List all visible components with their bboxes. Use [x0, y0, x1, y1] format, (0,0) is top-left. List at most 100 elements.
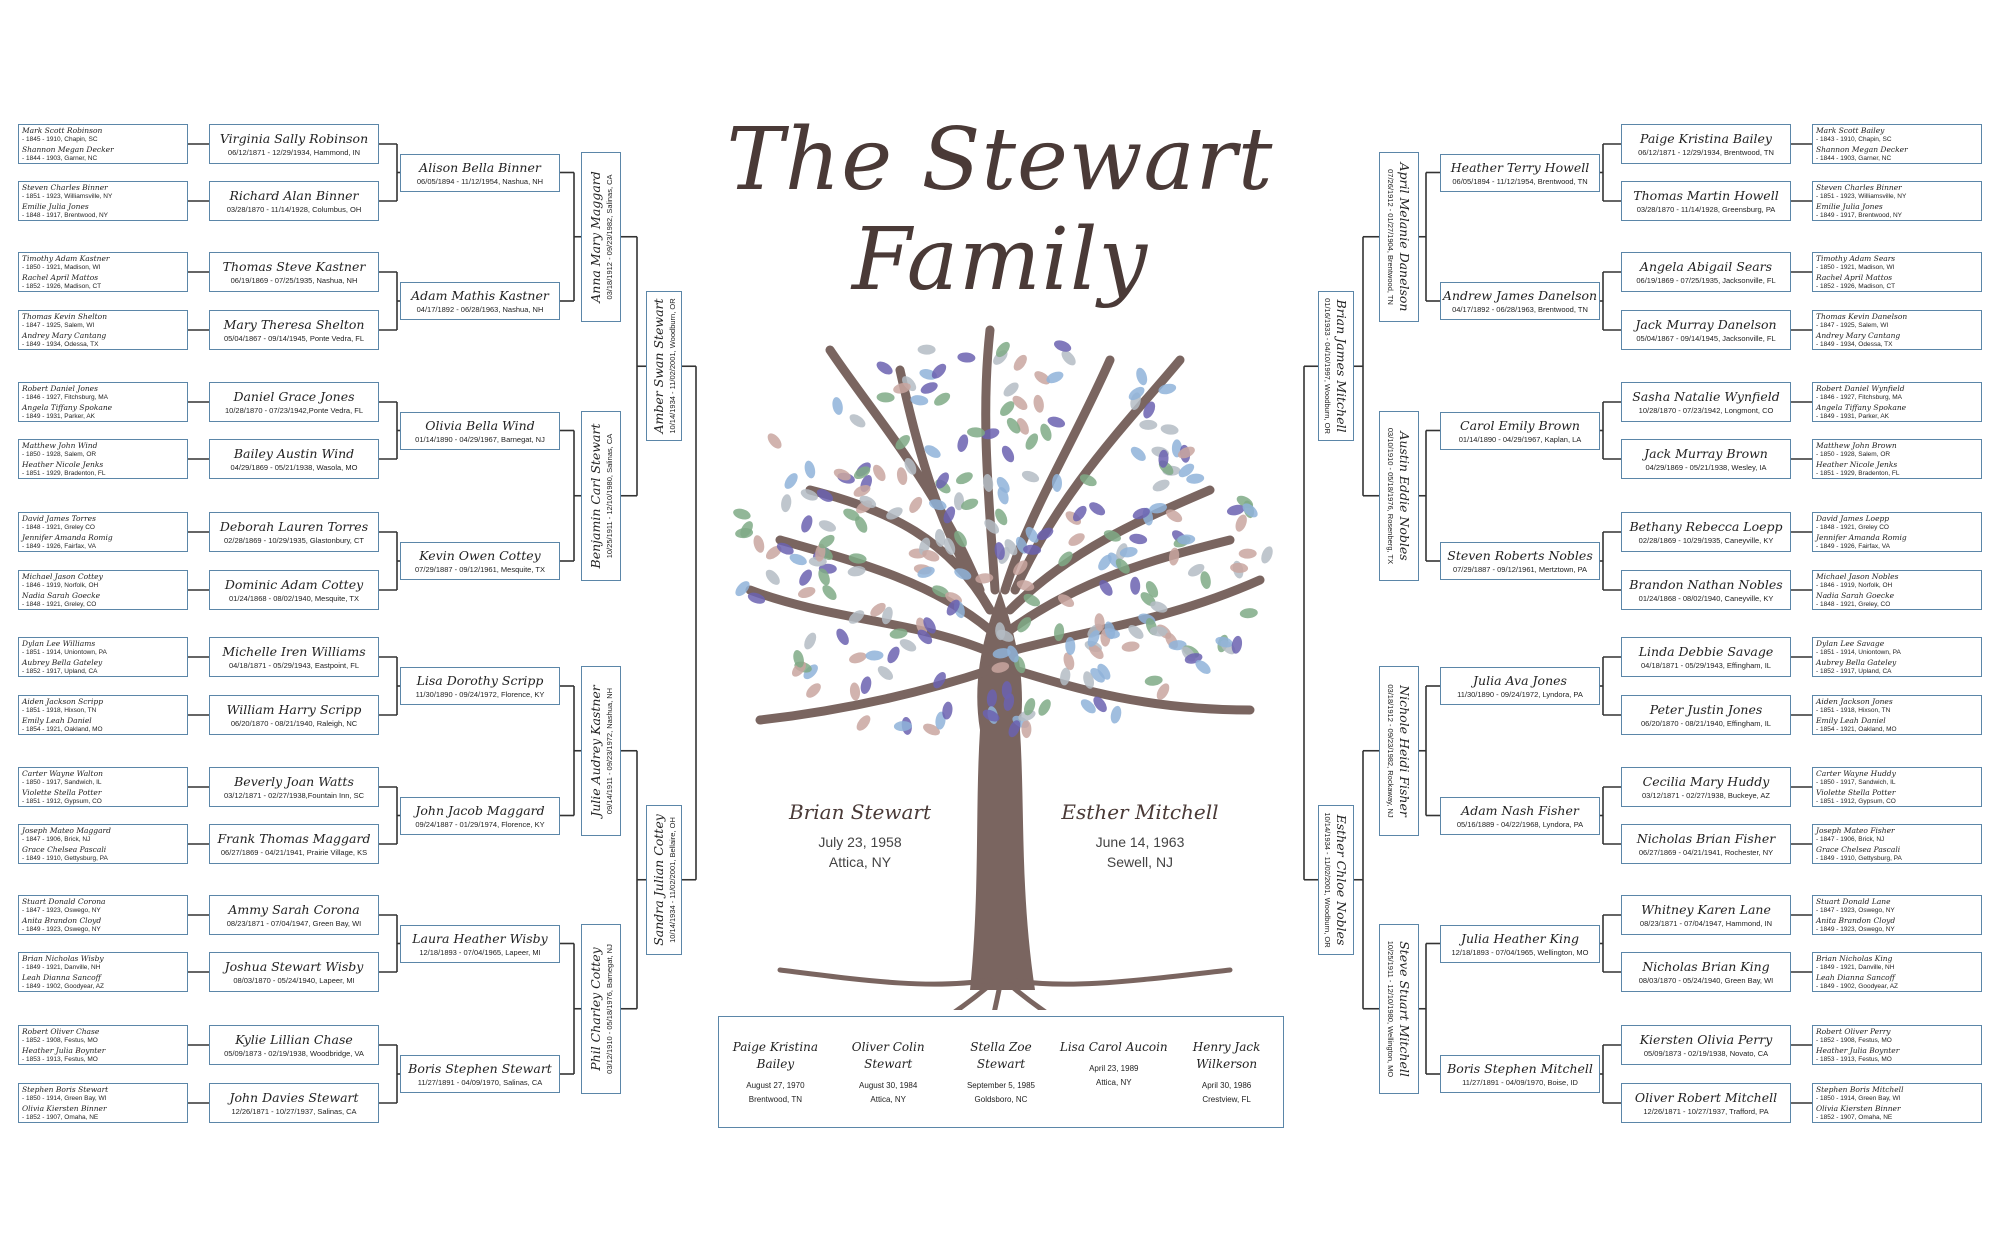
- ancestor-dates: - 1849 - 1902, Goodyear, AZ: [1816, 982, 1899, 990]
- ancestor-pair-box[interactable]: Dylan Lee Williams - 1851 - 1914, Uniont…: [18, 637, 188, 677]
- ancestor-pair-box[interactable]: Thomas Kevin Danelson - 1847 - 1925, Sal…: [1812, 310, 1982, 350]
- ancestor-pair-box[interactable]: Steven Charles Binner - 1851 - 1923, Wil…: [18, 181, 188, 221]
- ancestor-pair-box[interactable]: Aiden Jackson Scripp - 1851 - 1918, Hixs…: [18, 695, 188, 735]
- ancestor-pair-box[interactable]: Matthew John Wind - 1850 - 1928, Salem, …: [18, 439, 188, 479]
- ancestor-pair-box[interactable]: Mark Scott Robinson - 1845 - 1910, Chapi…: [18, 124, 188, 164]
- ancestor-pair-box[interactable]: Michael Jason Nobles - 1846 - 1919, Norf…: [1812, 570, 1982, 610]
- ancestor-name: Olivia Kiersten Binner: [22, 1103, 107, 1113]
- ancestor-pair-box[interactable]: Mark Scott Bailey - 1843 - 1910, Chapin,…: [1812, 124, 1982, 164]
- ancestor-pair-box[interactable]: Stephen Boris Stewart - 1850 - 1914, Gre…: [18, 1083, 188, 1123]
- ancestor-pair-box[interactable]: Aiden Jackson Jones - 1851 - 1918, Hixso…: [1812, 695, 1982, 735]
- ancestor-pair-box[interactable]: Steven Charles Binner - 1851 - 1923, Wil…: [1812, 181, 1982, 221]
- ancestor-pair-box[interactable]: Thomas Kevin Shelton - 1847 - 1925, Sale…: [18, 310, 188, 350]
- ancestor-pair-box[interactable]: Robert Daniel Jones - 1846 - 1927, Fitch…: [18, 382, 188, 422]
- tree-leaf: [1007, 645, 1019, 663]
- ancestor-pair-box[interactable]: Michael Jason Cottey - 1846 - 1919, Norf…: [18, 570, 188, 610]
- ancestor-pair-box[interactable]: Brian Nicholas King - 1849 - 1921, Danvi…: [1812, 952, 1982, 992]
- ancestor-pair-box[interactable]: Carter Wayne Huddy - 1850 - 1917, Sandwi…: [1812, 767, 1982, 807]
- ancestor-pair-box[interactable]: Robert Oliver Chase - 1852 - 1908, Festu…: [18, 1025, 188, 1065]
- ancestor-pair-box[interactable]: Robert Oliver Perry - 1852 - 1908, Festu…: [1812, 1025, 1982, 1065]
- ancestor-pair-box[interactable]: Stuart Donald Lane - 1847 - 1923, Oswego…: [1812, 895, 1982, 935]
- ancestor-pair-box[interactable]: David James Torres - 1848 - 1921, Greley…: [18, 512, 188, 552]
- ancestor-pair-box[interactable]: Timothy Adam Sears - 1850 - 1921, Madiso…: [1812, 252, 1982, 292]
- children-box: Paige Kristina Bailey August 27, 1970 Br…: [718, 1016, 1284, 1128]
- ancestor-pair-box[interactable]: Robert Daniel Wynfield - 1846 - 1927, Fi…: [1812, 382, 1982, 422]
- ancestor-dates: - 1847 - 1923, Oswego, NY: [22, 906, 101, 914]
- ancestor-pair-box[interactable]: Stephen Boris Mitchell - 1850 - 1914, Gr…: [1812, 1083, 1982, 1123]
- tree-leaf: [1023, 593, 1041, 607]
- ancestor-pair-box[interactable]: Carter Wayne Walton - 1850 - 1917, Sandw…: [18, 767, 188, 807]
- ancestor-pair-box[interactable]: Brian Nicholas Wisby - 1849 - 1921, Danv…: [18, 952, 188, 992]
- ancestor-pair-box[interactable]: Matthew John Brown - 1850 - 1928, Salem,…: [1812, 439, 1982, 479]
- ancestor-pair-box[interactable]: David James Loepp - 1848 - 1921, Greley …: [1812, 512, 1982, 552]
- ancestor-pair-box[interactable]: Timothy Adam Kastner - 1850 - 1921, Madi…: [18, 252, 188, 292]
- ancestor-dates: - 1846 - 1919, Norfolk, OH: [1816, 581, 1893, 589]
- ancestor-pair-box[interactable]: Stuart Donald Corona - 1847 - 1923, Oswe…: [18, 895, 188, 935]
- tree-branch: [1010, 575, 1265, 655]
- ancestor-pair-box[interactable]: Joseph Mateo Maggard - 1847 - 1906, Bric…: [18, 824, 188, 864]
- ancestor-pair-box[interactable]: Dylan Lee Savage - 1851 - 1914, Uniontow…: [1812, 637, 1982, 677]
- ancestor-pair-box[interactable]: Joseph Mateo Fisher - 1847 - 1906, Brick…: [1812, 824, 1982, 864]
